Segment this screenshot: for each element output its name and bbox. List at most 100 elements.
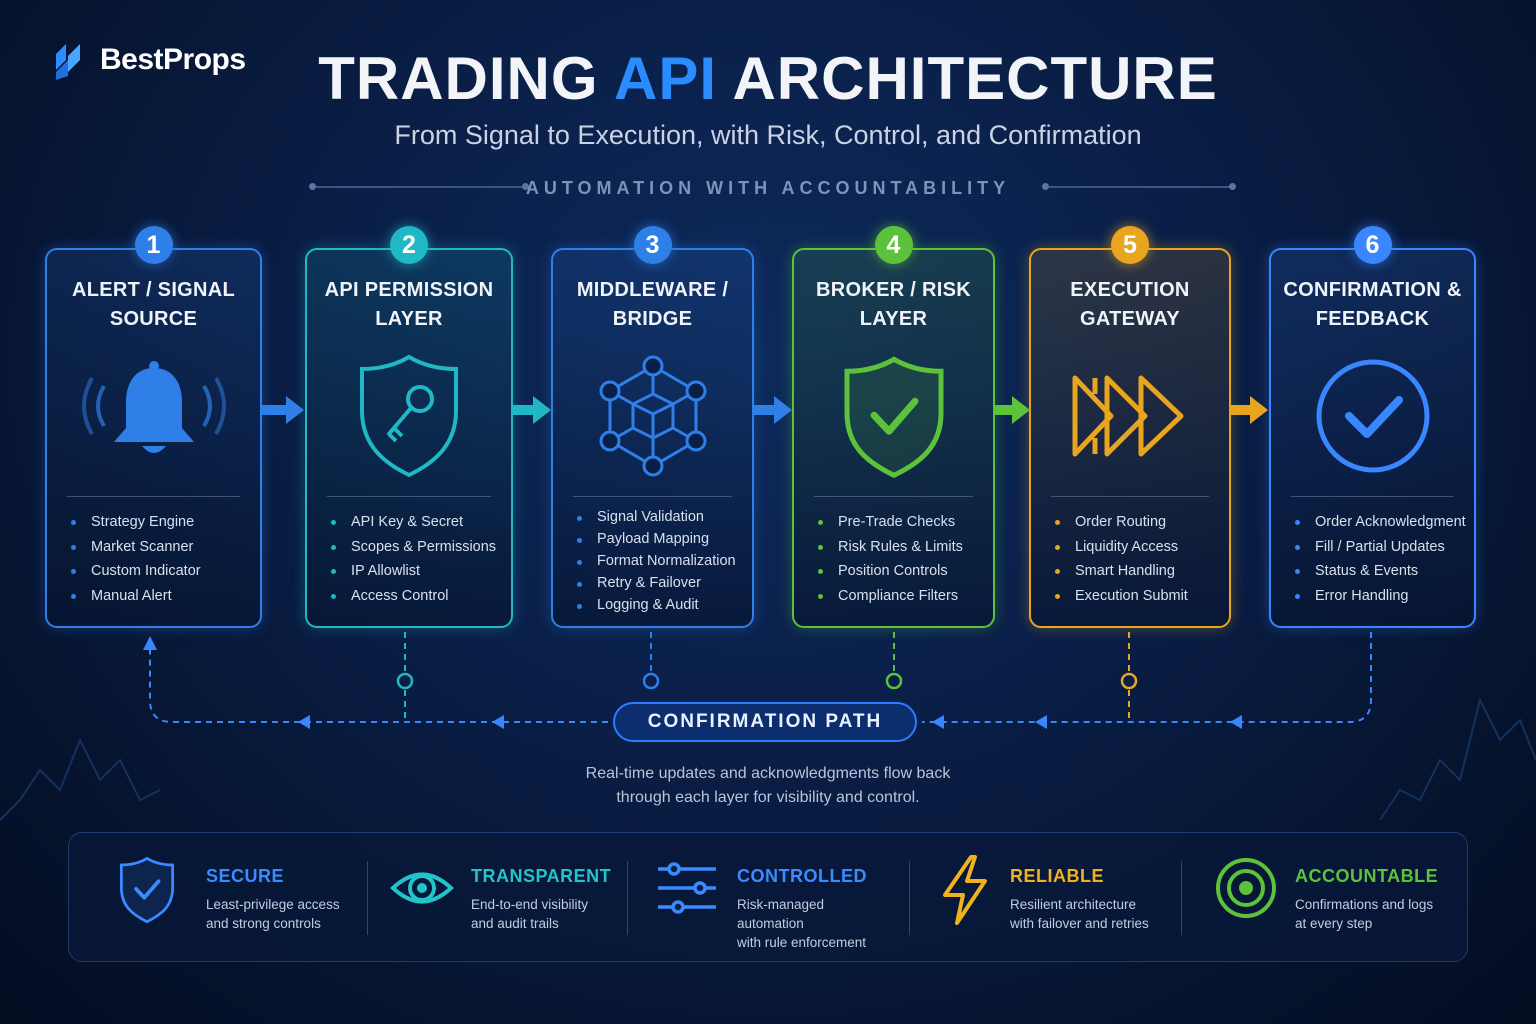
confirmation-desc-line-2: through each layer for visibility and co… — [616, 789, 920, 806]
step-item: Logging & Audit — [575, 594, 736, 616]
feature-divider — [367, 861, 368, 935]
step-item: Signal Validation — [575, 506, 736, 528]
step-title-line-2: BRIDGE — [612, 308, 693, 330]
feature-desc-line-1: End-to-end visibility — [471, 897, 589, 912]
tagline-line-right — [1049, 186, 1231, 188]
network-cube-icon — [553, 346, 752, 486]
step-number-badge-5: 5 — [1111, 226, 1149, 264]
step-title-line-1: API PERMISSION — [324, 279, 494, 301]
sliders-icon — [654, 855, 720, 926]
step-title-line-1: BROKER / RISK — [815, 279, 972, 301]
tagline-dot-left — [522, 183, 529, 190]
step-divider — [327, 496, 491, 497]
bell-icon — [47, 346, 260, 486]
feature-desc-line-1: Risk-managed automation — [737, 897, 825, 931]
step-item: Pre-Trade Checks — [816, 510, 963, 535]
step-item: Status & Events — [1293, 559, 1466, 584]
brand-name: BestProps — [100, 43, 246, 76]
eye-icon — [389, 855, 455, 926]
step-item: Fill / Partial Updates — [1293, 535, 1466, 560]
feature-divider — [627, 861, 628, 935]
feature-description: Least-privilege access and strong contro… — [206, 895, 356, 933]
title-part-3: ARCHITECTURE — [717, 45, 1218, 112]
brand-logo: BestProps — [50, 40, 246, 80]
arrow-4-to-5 — [994, 396, 1030, 424]
step-number-badge-3: 3 — [633, 226, 672, 264]
page-title: TRADING API ARCHITECTURE — [0, 44, 1536, 113]
step-item: API Key & Secret — [329, 510, 496, 535]
feature-divider — [909, 861, 910, 935]
step-item: Scopes & Permissions — [329, 535, 496, 560]
step-item: Manual Alert — [69, 584, 201, 609]
lightning-icon — [937, 855, 993, 930]
step-number-badge-1: 1 — [134, 226, 173, 264]
logo-mark-icon — [56, 44, 80, 80]
shield-key-icon — [307, 346, 511, 486]
feature-title: CONTROLLED — [737, 866, 867, 886]
step-title: API PERMISSION LAYER — [307, 276, 511, 334]
step-title: BROKER / RISK LAYER — [794, 276, 993, 334]
step-title-line-1: EXECUTION — [1070, 279, 1190, 301]
confirmation-description: Real-time updates and acknowledgments fl… — [0, 762, 1536, 810]
feature-description: End-to-end visibility and audit trails — [471, 895, 621, 933]
feature-desc-line-1: Confirmations and logs — [1295, 897, 1434, 912]
shield-check-icon — [794, 346, 993, 486]
arrow-5-to-6 — [1230, 396, 1268, 424]
feature-description: Confirmations and logs at every step — [1295, 895, 1445, 933]
step-item: Risk Rules & Limits — [816, 535, 963, 560]
feature-desc-line-2: and audit trails — [471, 916, 559, 931]
step-number-badge-2: 2 — [390, 226, 428, 264]
step-title: ALERT / SIGNAL SOURCE — [47, 276, 260, 334]
step-divider — [1051, 496, 1209, 497]
step-title-line-2: GATEWAY — [1080, 308, 1180, 330]
feature-description: Resilient architecture with failover and… — [1010, 895, 1160, 933]
step-number-badge-4: 4 — [874, 226, 913, 264]
feature-title: SECURE — [206, 866, 285, 886]
step-title: CONFIRMATION & FEEDBACK — [1271, 276, 1474, 334]
step-item: Access Control — [329, 584, 496, 609]
step-divider — [814, 496, 973, 497]
step-item: Payload Mapping — [575, 528, 736, 550]
feature-title: TRANSPARENT — [471, 866, 612, 886]
feature-desc-line-1: Resilient architecture — [1010, 897, 1137, 912]
confirmation-path-label: CONFIRMATION PATH — [613, 702, 917, 742]
step-item: Format Normalization — [575, 550, 736, 572]
step-item: Order Routing — [1053, 510, 1188, 535]
tagline-dot-left-end — [309, 183, 316, 190]
tagline-line-left — [316, 186, 524, 188]
step-card-6: CONFIRMATION & FEEDBACK Order Acknowledg… — [1269, 248, 1476, 628]
step-title-line-2: SOURCE — [109, 308, 198, 330]
step-title-line-2: LAYER — [375, 308, 443, 330]
feature-description: Risk-managed automation with rule enforc… — [737, 895, 887, 952]
step-title-line-2: LAYER — [859, 308, 928, 330]
feature-reliable: RELIABLE Resilient architecture with fai… — [69, 833, 1469, 963]
step-item: Order Acknowledgment — [1293, 510, 1466, 535]
feature-title: ACCOUNTABLE — [1295, 866, 1439, 886]
step-number-badge-6: 6 — [1353, 226, 1392, 264]
check-circle-icon — [1271, 346, 1474, 486]
feature-desc-line-2: at every step — [1295, 916, 1373, 931]
step-item: Error Handling — [1293, 584, 1466, 609]
step-item: Custom Indicator — [69, 559, 201, 584]
feature-desc-line-2: and strong controls — [206, 916, 321, 931]
arrow-1-to-2 — [262, 396, 304, 424]
step-title: MIDDLEWARE / BRIDGE — [553, 276, 752, 334]
tagline: AUTOMATION WITH ACCOUNTABILITY — [525, 178, 1011, 198]
step-item: Smart Handling — [1053, 559, 1188, 584]
step-item: IP Allowlist — [329, 559, 496, 584]
step-item: Execution Submit — [1053, 584, 1188, 609]
feature-controlled: CONTROLLED Risk-managed automation with … — [69, 833, 1469, 963]
step-item: Market Scanner — [69, 535, 201, 560]
feature-title: RELIABLE — [1010, 866, 1104, 886]
